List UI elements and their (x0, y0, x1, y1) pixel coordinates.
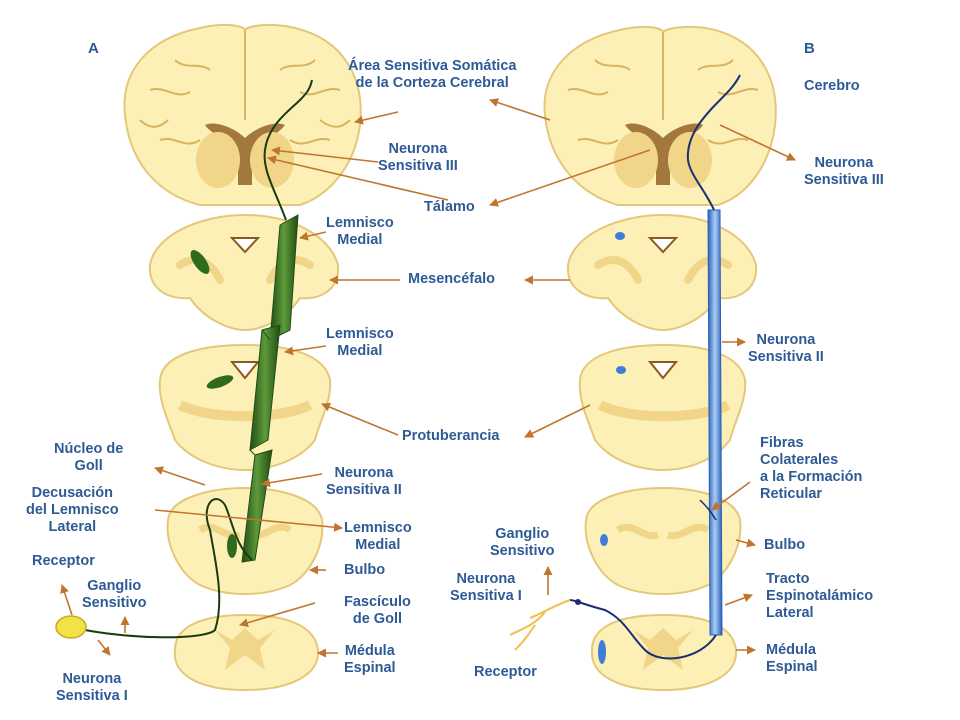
pons-section-b (578, 343, 747, 472)
blue-tract-b (509, 74, 741, 660)
spinal-cord-section-a (173, 613, 320, 692)
medulla-section-b (584, 486, 742, 596)
label-bulbo-b: Bulbo (764, 537, 806, 553)
label-receptor-a: Receptor (32, 553, 95, 569)
midbrain-section-a (148, 213, 340, 332)
panel-b-letter: B (804, 40, 815, 57)
label-receptor-b: Receptor (474, 664, 537, 680)
label-bulbo-a: Bulbo (344, 562, 386, 578)
label-talamo: Tálamo (424, 199, 475, 215)
green-tract-a (55, 79, 313, 639)
midbrain-section-b (566, 213, 758, 332)
label-mesencefalo-a: Mesencéfalo (408, 271, 496, 287)
panel-a-letter: A (88, 40, 99, 57)
pons-section-a (158, 343, 332, 472)
label-cerebro: Cerebro (804, 78, 860, 94)
leader-arrows (60, 98, 796, 658)
label-protuberancia: Protuberancia (402, 428, 500, 444)
brain-section-b (543, 25, 777, 206)
brain-section-a (123, 23, 362, 206)
